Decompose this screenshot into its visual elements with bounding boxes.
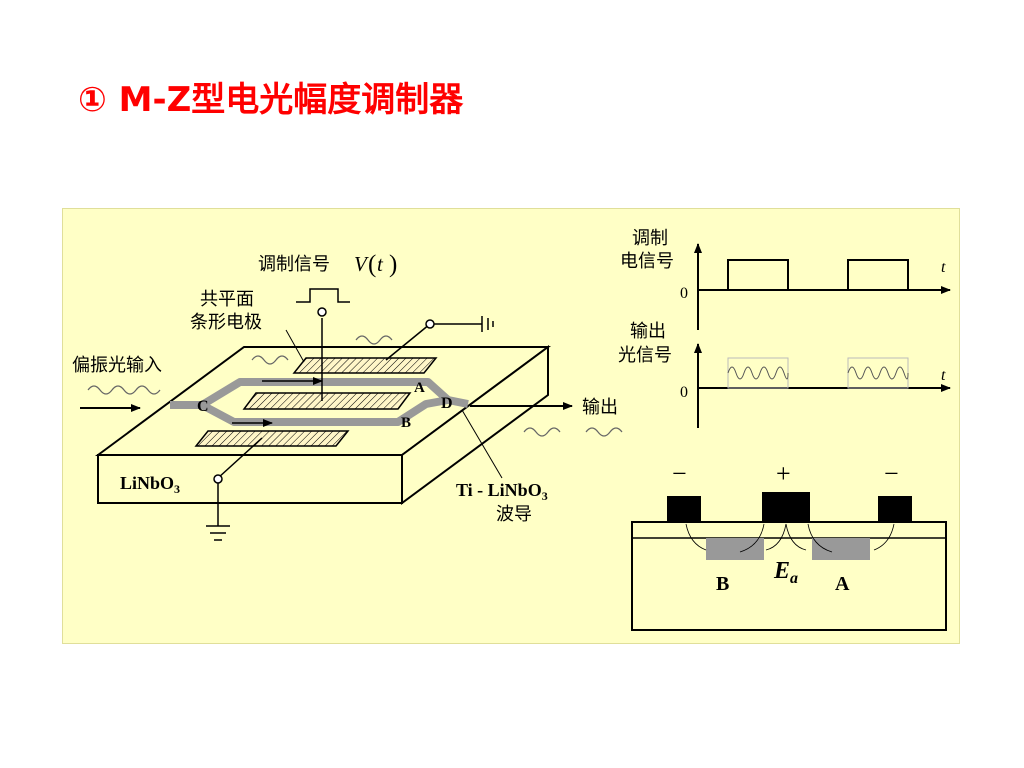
cross-section-label-a: A <box>835 573 850 595</box>
bottom-waveform-label-line2: 光信号 <box>618 345 672 366</box>
top-waveform-label-line1: 调制 <box>632 228 668 249</box>
node-b-label: B <box>401 415 411 431</box>
voltage-paren-close: ) <box>389 251 397 278</box>
ti-linbo3-waveguide <box>170 378 469 426</box>
cross-section-label-b: B <box>716 573 729 595</box>
output-light-pulses <box>727 357 909 389</box>
cross-section-sign-left: − <box>672 459 687 488</box>
electrode-left-ground <box>667 496 701 522</box>
output-signal-axes <box>694 343 951 428</box>
modulation-signal-label: 调制信号 <box>258 254 330 275</box>
top-waveform-label-line2: 电信号 <box>620 251 674 272</box>
node-d-label: D <box>441 395 453 412</box>
bottom-axis-zero: 0 <box>680 384 688 401</box>
electrode-center <box>242 392 412 410</box>
waveguide-a-region <box>812 538 870 560</box>
voltage-variable: t <box>377 252 384 276</box>
cross-section <box>631 492 947 631</box>
node-c-label: C <box>197 398 209 415</box>
ground-terminal-bottom <box>213 474 223 484</box>
bottom-axis-t: t <box>941 367 946 384</box>
field-symbol: Ea <box>773 558 798 587</box>
electrode-right-ground <box>878 496 912 522</box>
coplanar-label-line1: 共平面 <box>200 289 254 310</box>
electrode-top <box>292 357 438 374</box>
coplanar-label-line2: 条形电极 <box>190 312 262 333</box>
waveguide-label: Ti - LiNbO3 <box>456 480 548 503</box>
electrode-bottom <box>194 430 350 447</box>
voltage-symbol: V <box>354 252 369 276</box>
modulation-signal-axes <box>694 243 951 330</box>
input-label: 偏振光输入 <box>72 355 162 376</box>
node-a-label: A <box>414 380 425 396</box>
top-axis-zero: 0 <box>680 285 688 302</box>
modulation-wire <box>296 288 350 401</box>
cross-section-sign-center: + <box>776 459 791 488</box>
bottom-waveform-label-line1: 输出 <box>630 321 666 342</box>
page-title: ① M-Z型电光幅度调制器 <box>78 80 464 120</box>
signal-terminal <box>317 307 327 317</box>
modulation-square-wave <box>698 259 940 291</box>
output-label: 输出 <box>582 397 618 418</box>
ground-wire-bottom <box>206 437 263 541</box>
light-wave-icons <box>87 335 623 437</box>
coplanar-leader <box>285 329 305 363</box>
ground-wire-top <box>385 316 494 361</box>
waveguide-leader <box>461 409 503 479</box>
cross-section-sign-right: − <box>884 459 899 488</box>
electrode-center-hot <box>762 492 810 522</box>
substrate-label: LiNbO3 <box>120 473 180 496</box>
waveguide-label-line2: 波导 <box>496 504 532 525</box>
top-axis-t: t <box>941 259 946 276</box>
linbo3-substrate <box>94 345 552 505</box>
ground-terminal-top <box>425 319 435 329</box>
field-lines <box>685 523 895 553</box>
waveguide-b-region <box>706 538 764 560</box>
voltage-paren-open: ( <box>368 251 376 278</box>
